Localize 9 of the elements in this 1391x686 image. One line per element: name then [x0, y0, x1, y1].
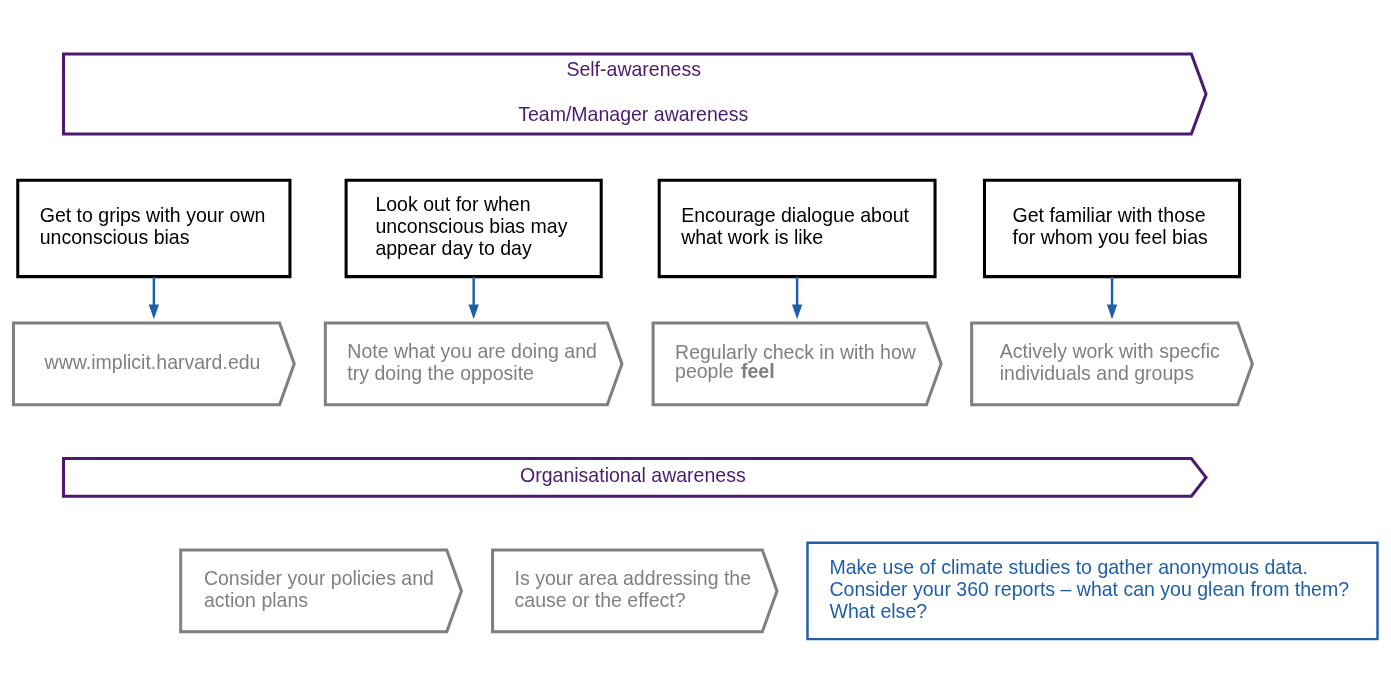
node-box: Get familiar with those for whom you feel bias [982, 178, 1242, 279]
arrow [1106, 276, 1118, 320]
arrow [468, 276, 479, 320]
node-box: Make use of climate studies to gather anonymous data. Consider your 360 reports – what can you glean from them? What else? [806, 541, 1379, 641]
arrow [792, 276, 803, 320]
arrow [148, 276, 159, 320]
node-box: Get to grips with your own unconscious bias [16, 178, 292, 279]
node-box: Look out for when unconscious bias may appear day to day [344, 178, 603, 279]
node-box: Encourage dialogue about what work is like [657, 178, 937, 279]
